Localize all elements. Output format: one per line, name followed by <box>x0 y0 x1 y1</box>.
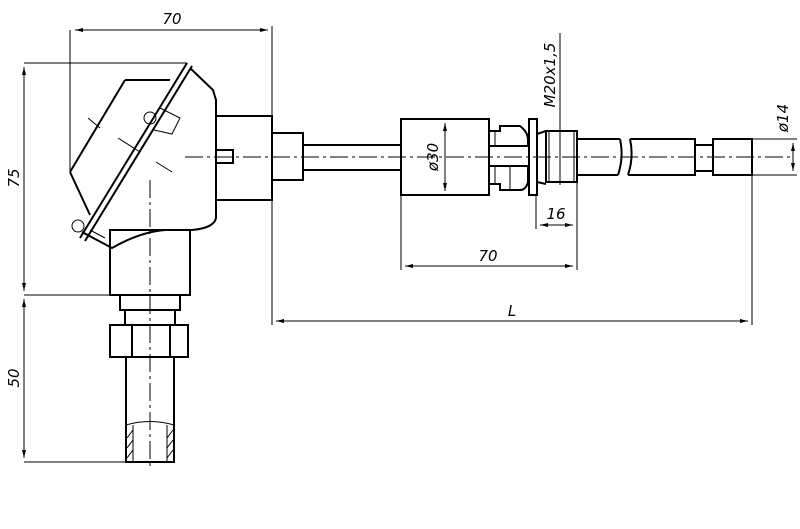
neck-tube <box>109 294 189 463</box>
dim-thread-length: 16 <box>546 205 565 223</box>
dim-head-width: 70 <box>162 10 181 28</box>
dim-diameter-probe: ø14 <box>774 104 792 133</box>
dim-head-height: 75 <box>5 168 23 187</box>
dimension-lines <box>22 26 797 463</box>
dim-neck-length: 50 <box>5 368 23 387</box>
cable-gland <box>215 115 400 201</box>
centerlines <box>149 156 790 470</box>
connection-head <box>69 62 217 296</box>
dim-fitting-length: 70 <box>478 247 497 265</box>
dim-length: L <box>508 302 516 320</box>
dim-diameter-body: ø30 <box>424 143 442 172</box>
dim-thread: M20x1,5 <box>541 43 559 108</box>
